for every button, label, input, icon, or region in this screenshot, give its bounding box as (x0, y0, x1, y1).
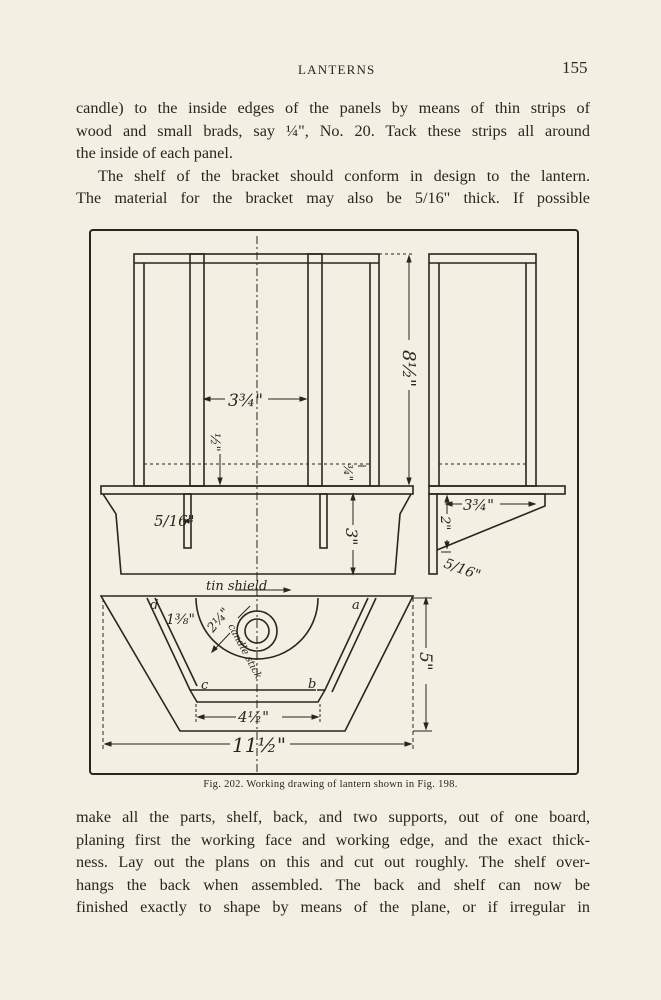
dim-half: ½" (207, 433, 222, 452)
dim-height: 8½" (398, 350, 419, 387)
text-line: the inside of each panel. (76, 144, 233, 162)
running-head: LANTERNS (298, 62, 376, 77)
dim-1-3-8: 1⅜" (166, 612, 195, 628)
text-line: make all the parts, shelf, back, and two… (76, 808, 590, 826)
text-line: wood and small brads, say ¼", No. 20. Ta… (76, 121, 590, 140)
letter-a: a (352, 598, 360, 613)
letter-d: d (150, 598, 158, 613)
page-header: LANTERNS 155 (0, 58, 661, 84)
dim-shelf-thick: ¾" (341, 464, 355, 481)
letter-b: b (308, 677, 316, 692)
text-line: The shelf of the bracket should conform … (98, 166, 590, 185)
post-right (307, 253, 323, 487)
text-line: ness. Lay out the plans on this and cut … (76, 853, 590, 871)
dim-side-2: 2" (437, 515, 452, 530)
dim-width-inner: 3¾" (228, 391, 263, 411)
shelf-side (428, 485, 566, 495)
working-drawing: 3¾" 8½" ½" ¾" 5/16" 3" 3¾" 2" 5/16" tin … (99, 236, 566, 774)
dim-5: 5" (415, 652, 435, 671)
page-number: 155 (562, 58, 588, 77)
lantern-side-frame (428, 253, 537, 487)
plan-outline (99, 595, 415, 732)
tin-shield (195, 597, 319, 660)
dim-11-half: 11½" (232, 733, 286, 757)
post-left (189, 253, 205, 487)
text-line: finished exactly to shape by means of th… (76, 898, 590, 916)
text-line: hangs the back when assembled. The back … (76, 875, 590, 894)
text-line: The material for the bracket may also be… (76, 189, 590, 207)
tin-shield-label: tin shield (206, 579, 267, 594)
back-board (428, 493, 438, 575)
figure-frame (89, 229, 579, 775)
dim-side-3-4: 3¾" (463, 496, 494, 514)
support-side (436, 493, 546, 551)
bracket-front (102, 493, 412, 575)
paragraph-top: candle) to the inside edges of the panel… (76, 97, 590, 210)
support-right (319, 493, 328, 549)
figure-caption: Fig. 202. Working drawing of lantern sho… (203, 779, 458, 790)
dim-3: 3" (342, 528, 361, 546)
paragraph-bottom: make all the parts, shelf, back, and two… (76, 806, 590, 919)
dim-4-half: 4½" (237, 708, 269, 726)
dim-5-16-front: 5/16" (154, 512, 195, 530)
candle-stick (236, 610, 278, 652)
letter-c: c (201, 678, 209, 693)
text-line: candle) to the inside edges of the panel… (76, 99, 590, 117)
text-line: planing first the working face and worki… (76, 830, 590, 849)
plan-panel-c-b (189, 689, 326, 703)
dim-side-5-16: 5/16" (442, 556, 483, 584)
